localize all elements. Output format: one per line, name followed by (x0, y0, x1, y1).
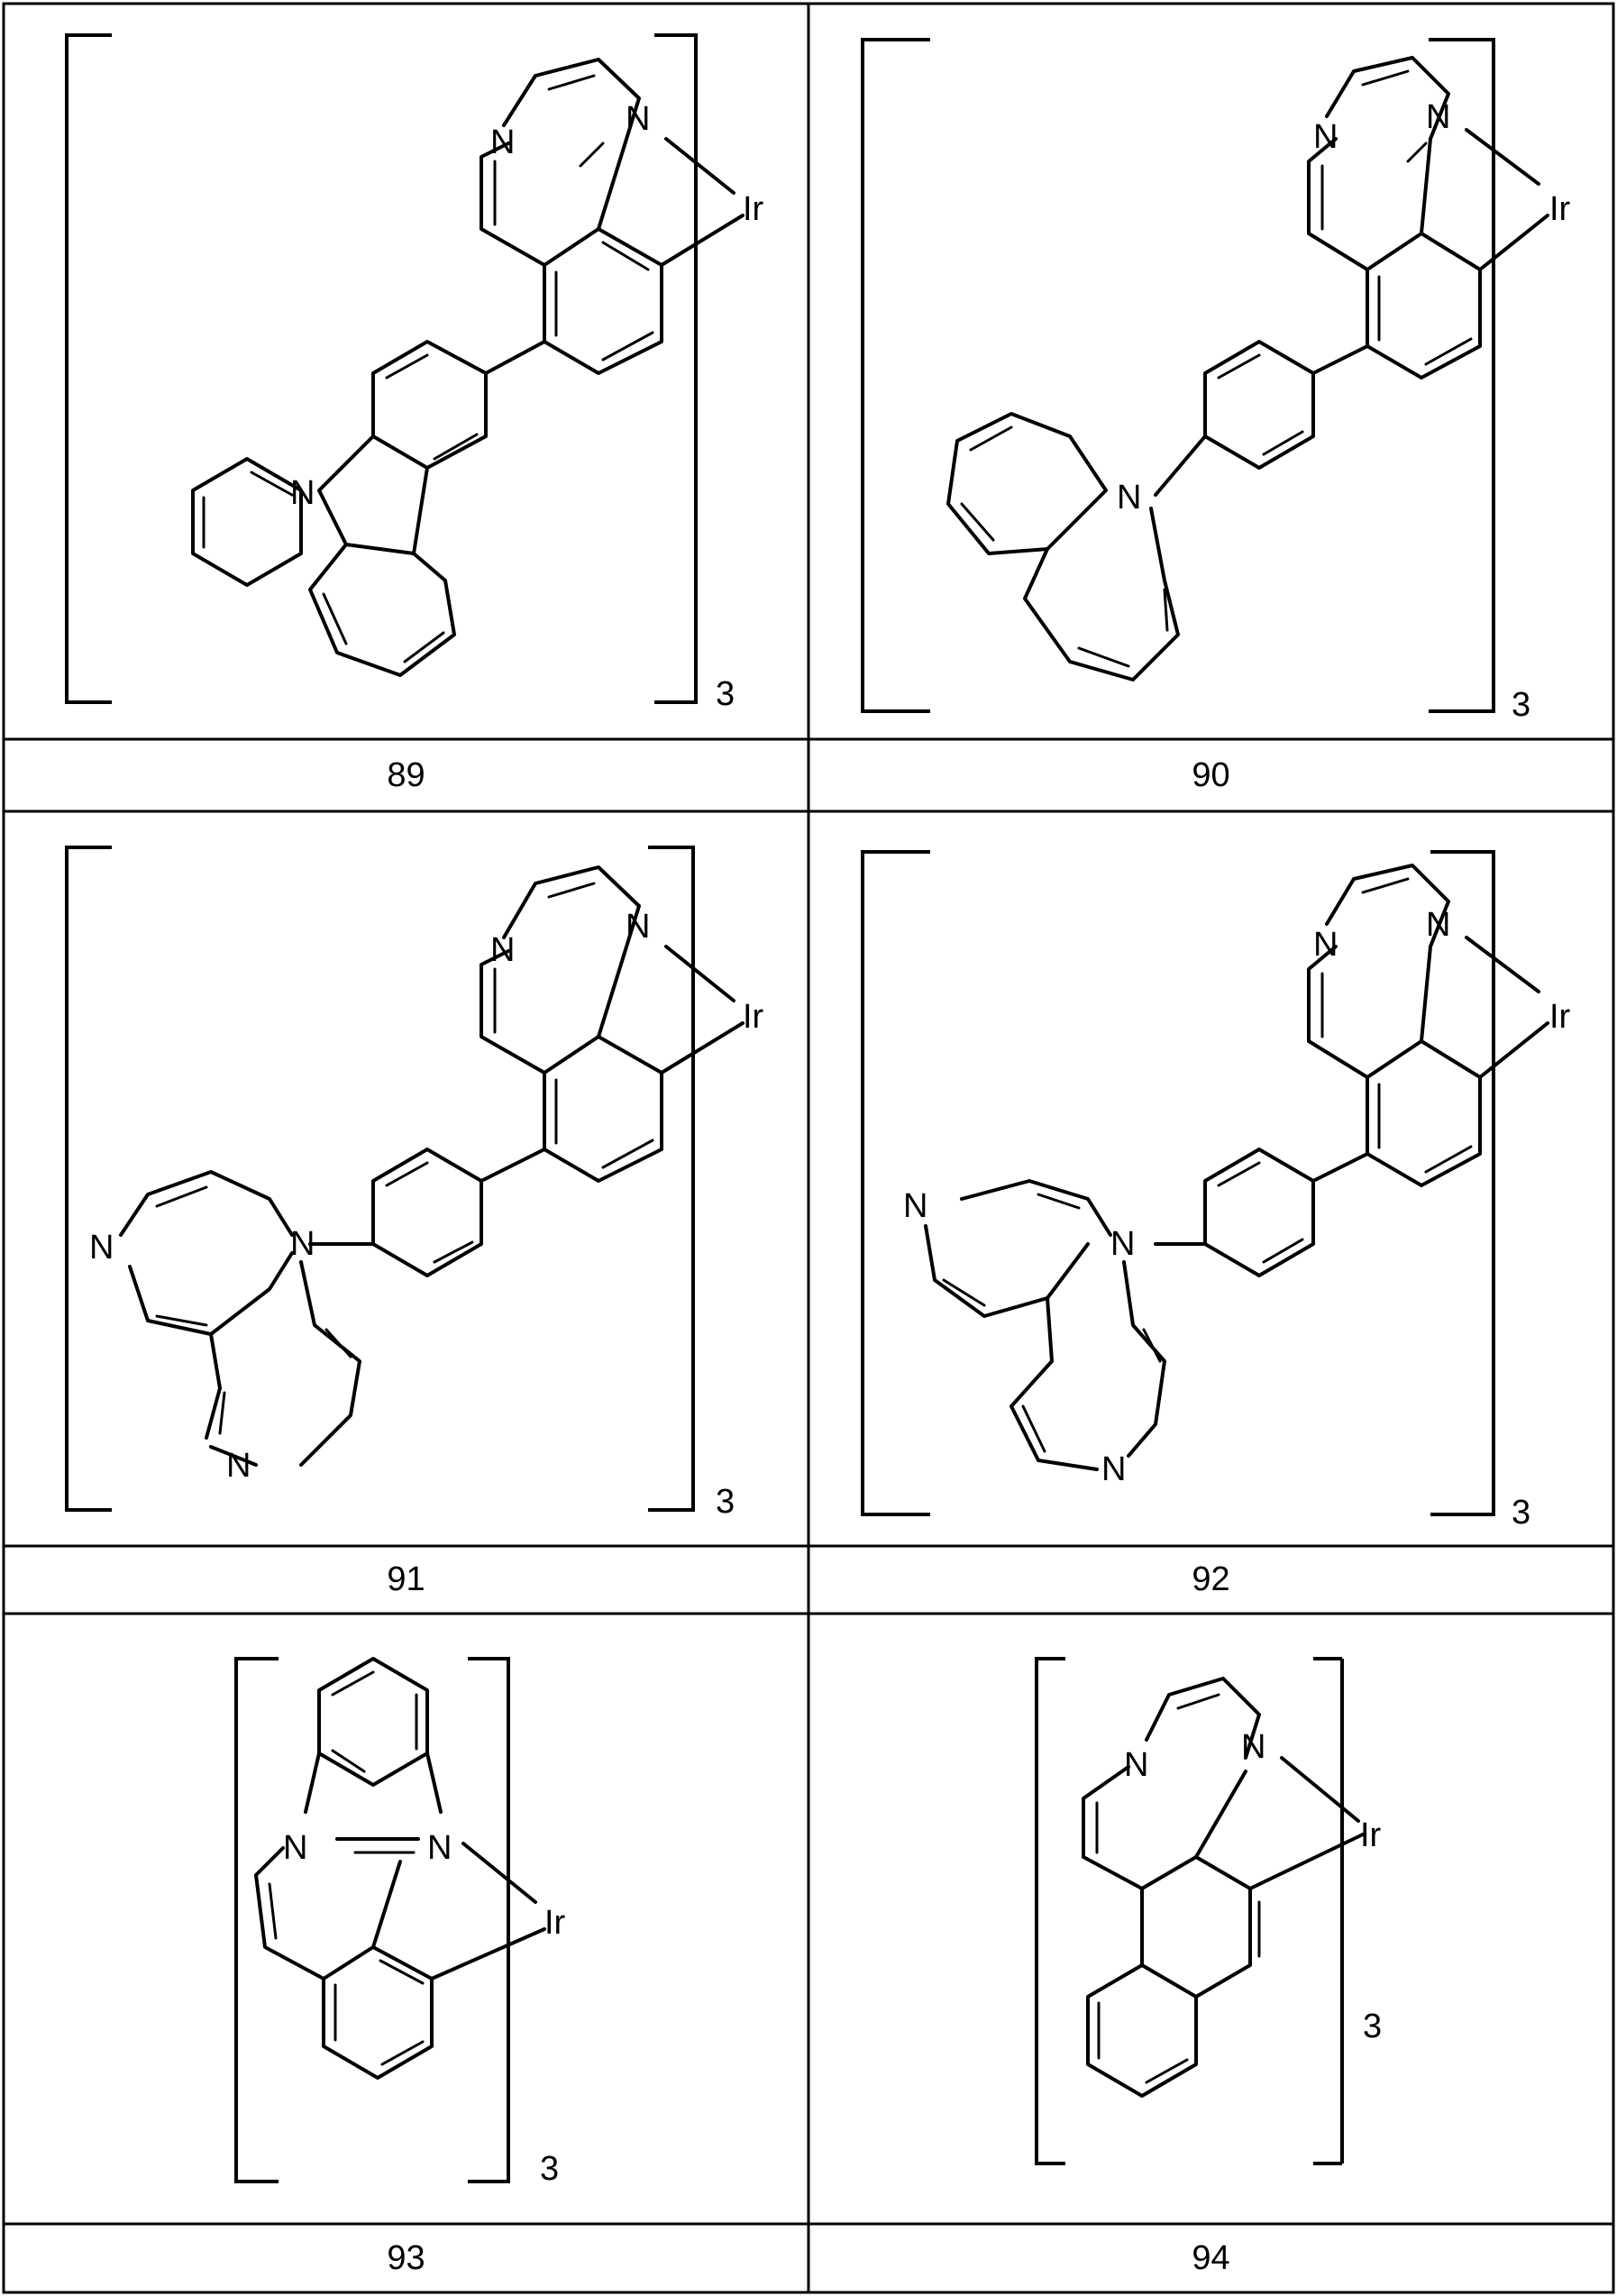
structure-92: N N N N N Ir 3 (808, 811, 1613, 1546)
atom-n5: N (1426, 906, 1450, 944)
atom-n3: N (1117, 479, 1141, 517)
metal-ir: Ir (743, 190, 764, 228)
atom-n3: N (290, 474, 315, 512)
metal-ir: Ir (743, 998, 764, 1036)
subscript-3: 3 (1363, 2008, 1382, 2045)
atom-n2: N (1101, 1450, 1126, 1488)
atom-n1: N (89, 1229, 114, 1267)
atom-n2: N (226, 1447, 251, 1485)
atom-n3: N (290, 1225, 315, 1263)
atom-n3: N (1110, 1225, 1135, 1263)
atom-n1: N (283, 1829, 307, 1867)
atom-n2: N (427, 1829, 452, 1867)
metal-ir: Ir (544, 1904, 566, 1942)
bracket-left (67, 35, 112, 702)
metal-ir: Ir (1549, 190, 1571, 228)
atom-n4: N (490, 931, 515, 969)
structure-93: N N Ir 3 (4, 1614, 808, 2224)
subscript-3: 3 (716, 675, 735, 713)
structure-94: N N Ir 3 (808, 1614, 1613, 2224)
compound-label-94: 94 (808, 2224, 1613, 2292)
metal-ir: Ir (1549, 998, 1571, 1036)
metal-ir: Ir (1360, 1816, 1382, 1854)
compound-label-90: 90 (808, 739, 1613, 811)
atom-n5: N (626, 908, 650, 946)
subscript-3: 3 (716, 1483, 735, 1521)
compound-label-93: 93 (4, 2224, 808, 2292)
atom-n2: N (626, 100, 650, 138)
structure-90: N N N Ir 3 (808, 4, 1613, 739)
subscript-3: 3 (1512, 1494, 1530, 1532)
subscript-3: 3 (540, 2150, 559, 2188)
structure-89: N N N Ir 3 (4, 4, 808, 739)
atom-n4: N (1313, 926, 1338, 964)
atom-n1: N (1124, 1746, 1148, 1784)
compound-label-89: 89 (4, 739, 808, 811)
subscript-3: 3 (1512, 686, 1530, 724)
structure-91: N N N N N Ir 3 (4, 811, 808, 1546)
compound-label-91: 91 (4, 1546, 808, 1614)
atom-n1: N (490, 123, 515, 161)
compound-label-92: 92 (808, 1546, 1613, 1614)
atom-n2: N (1241, 1728, 1265, 1766)
bracket-right (654, 35, 696, 702)
atom-n1: N (1313, 118, 1338, 156)
atom-n2: N (1426, 98, 1450, 136)
atom-n1: N (903, 1187, 927, 1225)
